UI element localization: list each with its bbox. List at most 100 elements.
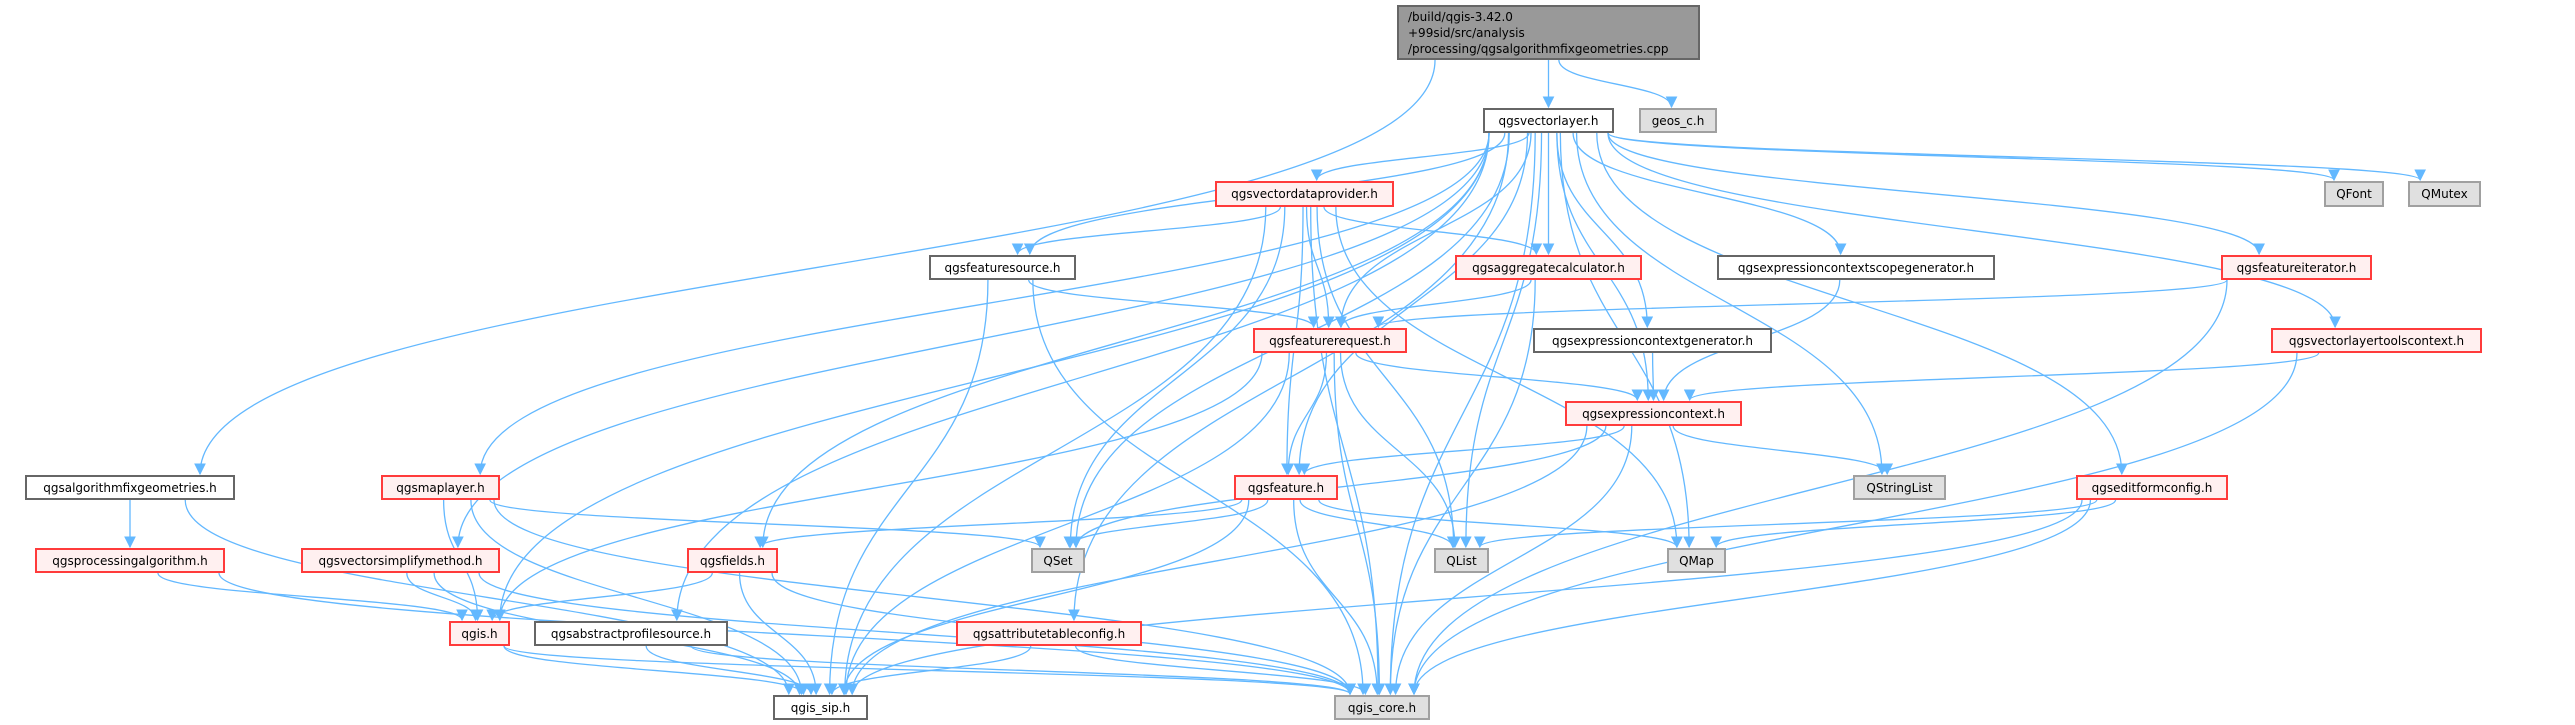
edge-qgsfeaturesource-to-qgis_sip: [823, 279, 989, 696]
edge-qgis-to-qgis_sip: [503, 645, 810, 696]
edge-qgsexpressioncontext-to-QStringList: [1672, 425, 1893, 476]
edge-qgsvectorsimplifymethod-to-qgis: [406, 572, 482, 622]
edge-qgsmaplayer-to-QSet: [489, 499, 1046, 549]
node-qgis-core: qgis_core.h: [1334, 695, 1430, 720]
edge-qgsvectorlayer-to-qgsabstractprofilesource: [671, 132, 1490, 622]
node-qgsvectorlayertoolscontext[interactable]: qgsvectorlayertoolscontext.h: [2271, 328, 2482, 353]
edge-qgsvectordataprovider-to-qgsfeaturesource: [1011, 206, 1281, 256]
edge-qgsvectordataprovider-to-qgsaggregatecalculator: [1323, 206, 1543, 256]
node-qgsexpressioncontextgenerator[interactable]: qgsexpressioncontextgenerator.h: [1533, 328, 1772, 353]
edge-qgsvectorlayer-to-qgseditformconfig: [1596, 132, 2128, 476]
edge-qgsvectorlayer-to-qgsvectorlayertoolscontext: [1607, 132, 2341, 329]
edge-qgseditformconfig-to-qgis_core: [1408, 499, 2092, 696]
edge-qgsvectordataprovider-to-qgis_core: [1310, 206, 1384, 696]
edge-qgsfeature-to-QSet: [1063, 499, 1269, 549]
edge-qgsvectorlayer-to-qgis_core: [1384, 132, 1536, 696]
edge-qgsfeatureiterator-to-qgsfeaturerequest: [1372, 279, 2228, 329]
edge-qgsmaplayer-to-qgis_sip: [470, 499, 808, 696]
edge-qgsfeaturerequest-to-qgis_core: [1333, 352, 1386, 696]
edge-qgsfeature-to-qgis_sip: [837, 499, 1250, 696]
edge-qgsexpressioncontext-to-qgis_sip: [846, 425, 1588, 696]
edge-qgsvectorlayer-to-QMutex: [1607, 132, 2426, 182]
edge-qgsfeature-to-QList: [1299, 499, 1459, 549]
edge-qgsfeaturerequest-to-qgsfeature: [1282, 352, 1328, 476]
edge-qgseditformconfig-to-QMap: [1710, 499, 2117, 549]
node-qgsabstractprofilesource[interactable]: qgsabstractprofilesource.h: [534, 621, 728, 646]
edge-qgsaggregatecalculator-to-qgsfeaturerequest: [1335, 279, 1532, 329]
node-qgsmaplayer[interactable]: qgsmaplayer.h: [381, 475, 500, 500]
node-qgsvectordataprovider[interactable]: qgsvectordataprovider.h: [1215, 181, 1394, 207]
edge-qgsvectordataprovider-to-QSet: [1064, 206, 1286, 549]
edge-qgsvectordataprovider-to-qgsfeaturerequest: [1305, 206, 1335, 329]
node-qgsalgorithmfixgeometries[interactable]: qgsalgorithmfixgeometries.h: [25, 475, 235, 500]
edge-qgsfeaturesource-to-qgsfeaturerequest: [1028, 279, 1320, 329]
edge-qgsprocessingalgorithm-to-qgis: [157, 572, 468, 622]
edge-qgsvectorlayer-to-QList: [1460, 132, 1543, 549]
edge-qgsfeaturesource-to-qgis_core: [1032, 279, 1369, 696]
node-qgsprocessingalgorithm[interactable]: qgsprocessingalgorithm.h: [35, 548, 225, 573]
edge-qgsexpressioncontext-to-qgis_core: [1389, 425, 1633, 696]
edge-qgsvectorlayertoolscontext-to-qgsexpressioncontext: [1684, 352, 2320, 402]
node-qgsfeaturerequest[interactable]: qgsfeaturerequest.h: [1253, 328, 1407, 353]
node-qgsfeaturesource[interactable]: qgsfeaturesource.h: [929, 255, 1076, 280]
node-qset: QSet: [1031, 548, 1085, 573]
edge-qgsvectorlayer-to-qgsfeature: [1293, 132, 1529, 476]
edge-qgsvectorlayertoolscontext-to-qgis_core: [1408, 352, 2298, 696]
edge-qgsfeature-to-qgsfields: [754, 499, 1243, 549]
edge-qgsexpressioncontext-to-QSet: [1070, 425, 1607, 549]
node-root-source-file: /build/qgis-3.42.0 +99sid/src/analysis /…: [1397, 5, 1700, 60]
edge-qgseditformconfig-to-qgis_sip: [846, 499, 2083, 696]
node-qgsfeatureiterator[interactable]: qgsfeatureiterator.h: [2221, 255, 2372, 280]
node-qgis-sip[interactable]: qgis_sip.h: [773, 695, 868, 720]
edge-qgsvectorlayer-to-qgsmaplayer: [474, 132, 1490, 476]
edge-qgsfeature-to-QMap: [1318, 499, 1683, 549]
edge-qgsfeaturerequest-to-qgis: [494, 352, 1263, 622]
edge-qgseditformconfig-to-QList: [1474, 499, 2098, 549]
node-qmap: QMap: [1667, 548, 1726, 573]
node-qgsexpressioncontext[interactable]: qgsexpressioncontext.h: [1565, 401, 1742, 426]
edge-qgsvectorlayer-to-qgsvectordataprovider: [1310, 132, 1530, 182]
edge-root-to-geos_c: [1558, 59, 1678, 109]
node-qgsvectorsimplifymethod[interactable]: qgsvectorsimplifymethod.h: [301, 548, 500, 573]
node-qgsexpressioncontextscopegenerator[interactable]: qgsexpressioncontextscopegenerator.h: [1717, 255, 1995, 280]
node-qfont: QFont: [2324, 181, 2384, 207]
edge-qgsvectorlayer-to-qgis: [494, 132, 1490, 622]
node-geos-c: geos_c.h: [1639, 108, 1717, 133]
edge-qgsvectordataprovider-to-QList: [1316, 206, 1460, 549]
node-qgsaggregatecalculator[interactable]: qgsaggregatecalculator.h: [1455, 255, 1642, 280]
edge-qgsfeatureiterator-to-qgis_core: [1408, 279, 2228, 696]
edge-qgsvectorlayer-to-qgsexpressioncontextscopegenerator: [1572, 132, 1847, 256]
node-qgsvectorlayer[interactable]: qgsvectorlayer.h: [1483, 108, 1614, 133]
edge-qgsvectorlayer-to-qgsfeatureiterator: [1607, 132, 2265, 256]
edge-qgsfeaturerequest-to-QList: [1339, 352, 1461, 549]
node-qgsfields[interactable]: qgsfields.h: [687, 548, 778, 573]
edge-qgsvectorlayer-to-qgsfeaturerequest: [1335, 132, 1532, 329]
node-qgseditformconfig[interactable]: qgseditformconfig.h: [2076, 475, 2228, 500]
node-qmutex: QMutex: [2408, 181, 2481, 207]
node-qgsfeature[interactable]: qgsfeature.h: [1234, 475, 1338, 500]
edge-qgsattributetableconfig-to-qgis_sip: [826, 645, 1032, 696]
edge-qgsexpressioncontextgenerator-to-qgsexpressioncontext: [1647, 352, 1660, 402]
edge-qgsvectorlayer-to-QStringList: [1575, 132, 1888, 476]
node-qgsattributetableconfig[interactable]: qgsattributetableconfig.h: [956, 621, 1142, 646]
edge-qgsabstractprofilesource-to-qgis_core: [690, 645, 1356, 696]
edge-qgsvectorsimplifymethod-to-qgis_core: [478, 572, 1356, 696]
edge-qgsaggregatecalculator-to-qgis_core: [1384, 279, 1536, 696]
edge-qgsmaplayer-to-qgis_core: [493, 499, 1356, 696]
edge-qgsvectorlayer-to-QFont: [1607, 132, 2340, 182]
edge-qgsfields-to-qgis_sip: [738, 572, 822, 696]
edge-qgsfeature-to-qgis_core: [1293, 499, 1384, 696]
edge-qgsvectorlayer-to-qgsfields: [757, 132, 1490, 549]
edge-qgsvectordataprovider-to-qgis_sip: [838, 206, 1267, 696]
edge-qgsabstractprofilesource-to-qgis_sip: [645, 645, 817, 696]
edge-qgsfields-to-qgis: [486, 572, 713, 622]
node-qstringlist: QStringList: [1853, 475, 1946, 500]
node-qgis[interactable]: qgis.h: [449, 621, 510, 646]
edge-root-to-qgsalgorithmfixgeometries: [194, 59, 1436, 476]
edge-qgsattributetableconfig-to-qgis_core: [1074, 645, 1372, 696]
edge-qgsalgorithmfixgeometries-to-qgis_sip: [184, 499, 795, 696]
node-qlist: QList: [1434, 548, 1489, 573]
edge-qgsprocessingalgorithm-to-qgis_core: [218, 572, 1356, 696]
